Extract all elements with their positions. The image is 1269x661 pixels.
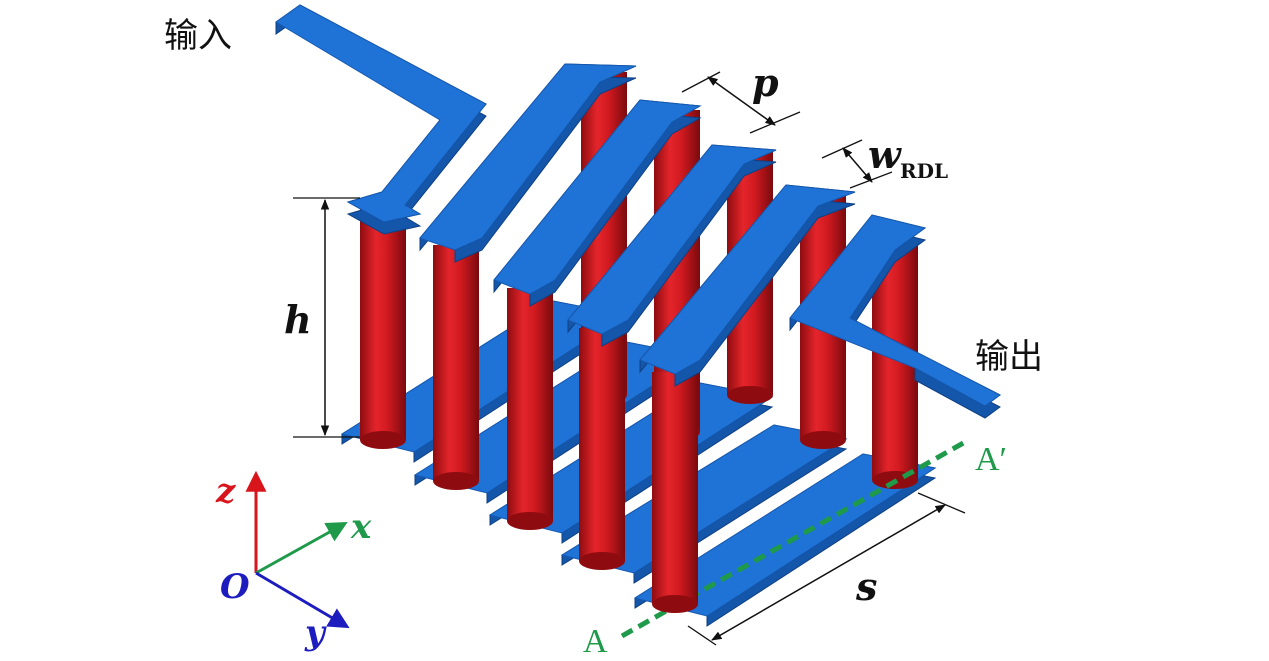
pitch-ext-2: [749, 111, 801, 134]
x-axis: [255, 521, 348, 575]
front-via-4-body: [579, 328, 625, 561]
front-via-row: [360, 205, 698, 613]
back-via-3-base: [727, 386, 773, 404]
back-via-4-base: [800, 431, 846, 449]
height-label: h: [284, 297, 312, 342]
dimension-annotations: [293, 71, 966, 646]
top-rdl-strip-1: [275, 4, 487, 223]
pitch-ext-1: [681, 71, 721, 93]
width-ext-1: [821, 139, 863, 159]
top-rdl-strip-2: [419, 63, 637, 251]
top-rdl-layer: [275, 4, 1001, 419]
y-axis-label: y: [304, 613, 327, 653]
pitch-label: p: [752, 60, 779, 105]
pitch-dimension: [707, 76, 776, 126]
top-rdl-strip-5: [639, 184, 856, 375]
front-via-1-base: [360, 431, 406, 449]
front-via-2-body: [433, 245, 479, 481]
output-label: 输出: [975, 337, 1043, 377]
front-via-5-base: [652, 595, 698, 613]
z-axis-label: z: [215, 471, 236, 511]
output-lead: [789, 214, 1001, 407]
front-via-2-base: [433, 472, 479, 490]
front-via-5-body: [652, 372, 698, 604]
spacing-ext-1: [917, 492, 966, 514]
origin-label: O: [220, 567, 250, 607]
section-start-label: A: [583, 623, 608, 660]
coordinate-axes: z x y O: [215, 470, 372, 653]
front-via-3-body: [507, 288, 553, 521]
bottom-rdl-layer: [340, 300, 937, 627]
input-label: 输入: [164, 16, 232, 56]
spacing-dimension: [711, 504, 946, 641]
x-axis-label: x: [350, 507, 372, 547]
front-via-3-base: [507, 512, 553, 530]
width-subscript: RDL: [900, 159, 948, 183]
front-via-4-base: [579, 552, 625, 570]
spacing-ext-2: [687, 625, 717, 646]
spacing-label: s: [855, 564, 877, 609]
section-end-label: A′: [975, 441, 1007, 478]
y-axis: [255, 571, 350, 629]
top-rdl-strip-3: [493, 99, 702, 295]
front-via-1-body: [360, 205, 406, 440]
width-label: w: [868, 132, 902, 177]
width-dimension: [842, 147, 873, 183]
top-rdl-strip-4: [567, 144, 777, 335]
